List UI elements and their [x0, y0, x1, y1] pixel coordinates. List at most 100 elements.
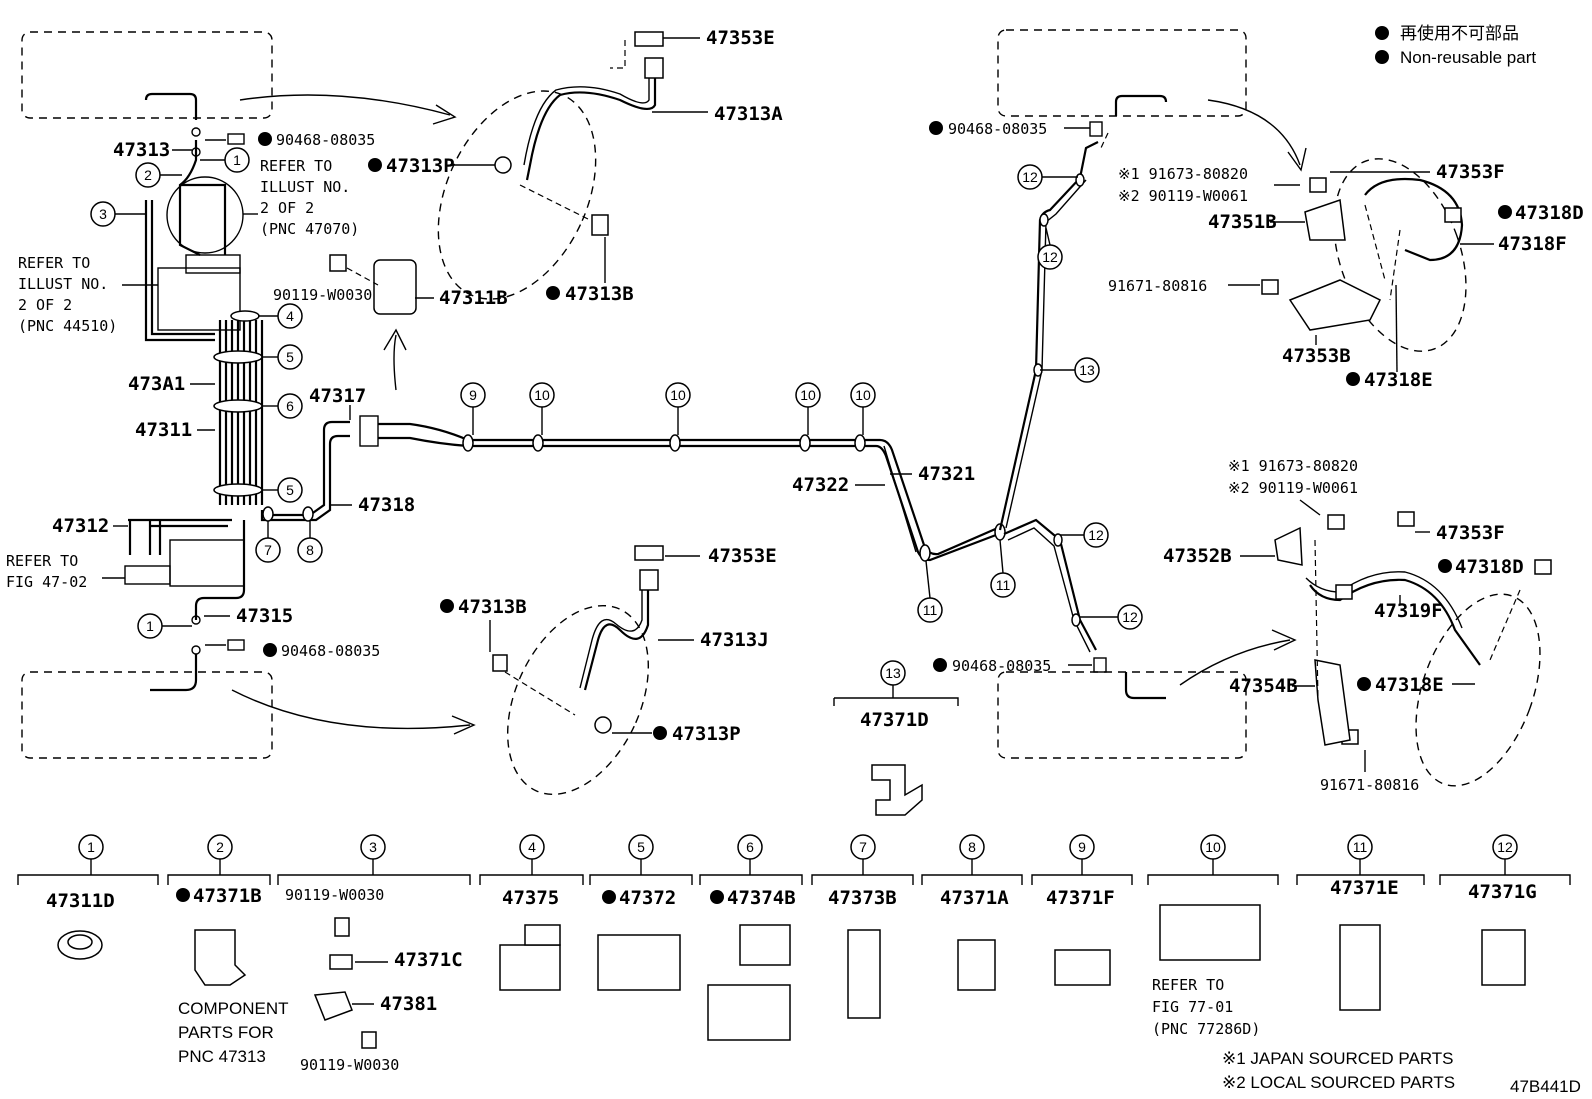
svg-text:10: 10: [670, 387, 686, 403]
note-jp: ※1 JAPAN SOURCED PARTS: [1222, 1049, 1454, 1068]
svg-text:47374B: 47374B: [727, 887, 796, 909]
svg-text:5: 5: [637, 839, 645, 855]
label-47315: 47315: [236, 605, 293, 627]
svg-text:47371G: 47371G: [1468, 881, 1537, 903]
svg-text:12: 12: [1088, 527, 1104, 543]
label-47354B: 47354B: [1229, 675, 1298, 697]
label-91673-b: ※1 91673-80820: [1228, 457, 1358, 475]
svg-text:6: 6: [286, 398, 294, 414]
wheel-boxes: [21, 29, 1247, 759]
svg-text:FIG 77-01: FIG 77-01: [1152, 998, 1233, 1016]
callout-12c: 12: [1083, 522, 1109, 548]
label-47353E-a: 47353E: [706, 27, 775, 49]
label-47353F-a: 47353F: [1436, 161, 1505, 183]
label-90119-b: ※2 90119-W0061: [1118, 187, 1248, 205]
svg-text:11: 11: [1353, 839, 1368, 855]
svg-text:COMPONENT: COMPONENT: [178, 999, 289, 1018]
label-47312: 47312: [52, 515, 109, 537]
svg-text:2: 2: [144, 167, 152, 183]
callout-12a: 12: [1017, 164, 1043, 190]
part-5: 5 47372: [589, 834, 693, 991]
detail-hoses: [523, 68, 1481, 691]
svg-text:2: 2: [216, 839, 224, 855]
svg-text:10: 10: [855, 387, 871, 403]
label-47321: 47321: [918, 463, 975, 485]
svg-text:10: 10: [534, 387, 550, 403]
callout-5a: 5: [277, 344, 303, 370]
label-47311: 47311: [135, 419, 192, 441]
svg-text:(PNC 47070): (PNC 47070): [260, 220, 359, 238]
label-47318D-a: 47318D: [1515, 202, 1584, 224]
callout-5b: 5: [277, 477, 303, 503]
svg-text:ILLUST NO.: ILLUST NO.: [260, 178, 350, 196]
label-47313A: 47313A: [714, 103, 783, 125]
svg-text:90119-W0030: 90119-W0030: [285, 886, 384, 904]
label-47317: 47317: [309, 385, 366, 407]
callout-6a: 6: [277, 393, 303, 419]
label-47313J: 47313J: [700, 629, 769, 651]
callout-9a: 9: [460, 382, 486, 408]
part-1: 1 47311D: [17, 834, 159, 960]
label-47353B: 47353B: [1282, 345, 1351, 367]
callout-11b: 11: [990, 572, 1016, 598]
part-11: 11 47371E: [1296, 834, 1425, 1011]
svg-text:(PNC 44510): (PNC 44510): [18, 317, 117, 335]
callout-8a: 8: [297, 537, 323, 563]
note-local: ※2 LOCAL SOURCED PARTS: [1222, 1073, 1455, 1092]
svg-text:13: 13: [1079, 362, 1095, 378]
svg-text:47373B: 47373B: [828, 887, 897, 909]
svg-text:90119-W0030: 90119-W0030: [300, 1056, 399, 1074]
svg-text:4: 4: [286, 308, 294, 324]
label-47322: 47322: [792, 474, 849, 496]
middle-clips: [462, 434, 1006, 562]
label-47311B: 47311B: [439, 287, 508, 309]
svg-text:(PNC 77286D): (PNC 77286D): [1152, 1020, 1260, 1038]
label-90119-c: ※2 90119-W0061: [1228, 479, 1358, 497]
callout-12d: 12: [1117, 604, 1143, 630]
label-47318D-b: 47318D: [1455, 556, 1524, 578]
svg-text:5: 5: [286, 482, 294, 498]
svg-text:9: 9: [1078, 839, 1086, 855]
svg-text:47372: 47372: [619, 887, 676, 909]
label-90468-d: 90468-08035: [952, 657, 1051, 675]
callouts: 1 2 3 4 5 6 5 7 8 1 9 10 10 10 10 11 11 …: [90, 147, 1143, 686]
svg-text:12: 12: [1042, 249, 1058, 265]
label-47318E-a: 47318E: [1364, 369, 1433, 391]
svg-text:13: 13: [885, 665, 901, 681]
label-91671-a: 91671-80816: [1108, 277, 1207, 295]
svg-text:47375: 47375: [502, 887, 559, 909]
detail-circles: [437, 90, 1541, 796]
legend-jp: 再使用不可部品: [1400, 23, 1519, 43]
svg-text:8: 8: [968, 839, 976, 855]
svg-text:1: 1: [87, 839, 95, 855]
svg-text:3: 3: [369, 839, 377, 855]
callout-10b: 10: [665, 382, 691, 408]
label-47318F: 47318F: [1498, 233, 1567, 255]
svg-text:REFER TO: REFER TO: [6, 552, 78, 570]
callout-12b: 12: [1037, 244, 1063, 270]
part-12: 12 47371G: [1439, 834, 1571, 986]
label-47318E-b: 47318E: [1375, 674, 1444, 696]
callout-3a: 3: [90, 201, 116, 227]
svg-text:11: 11: [923, 602, 938, 618]
callout-13a: 13: [1074, 357, 1100, 383]
svg-text:47371F: 47371F: [1046, 887, 1115, 909]
label-90119-a: 90119-W0030: [273, 286, 372, 304]
svg-text:47371C: 47371C: [394, 949, 463, 971]
svg-text:2 OF 2: 2 OF 2: [260, 199, 314, 217]
svg-text:5: 5: [286, 349, 294, 365]
callout-leaders: [115, 159, 1118, 627]
diagram-code: 47B441D: [1510, 1077, 1581, 1096]
label-473A1: 473A1: [128, 373, 185, 395]
svg-text:12: 12: [1497, 839, 1513, 855]
callout-11a: 11: [917, 597, 943, 623]
svg-text:REFER TO: REFER TO: [1152, 976, 1224, 994]
label-47371D: 47371D: [860, 709, 929, 731]
callout-1b: 1: [137, 613, 163, 639]
part-9: 9 47371F: [1031, 834, 1133, 986]
label-47319F: 47319F: [1374, 600, 1443, 622]
svg-text:REFER TO: REFER TO: [260, 157, 332, 175]
svg-text:REFER TO: REFER TO: [18, 254, 90, 272]
svg-text:47381: 47381: [380, 993, 437, 1015]
svg-text:10: 10: [1205, 839, 1221, 855]
